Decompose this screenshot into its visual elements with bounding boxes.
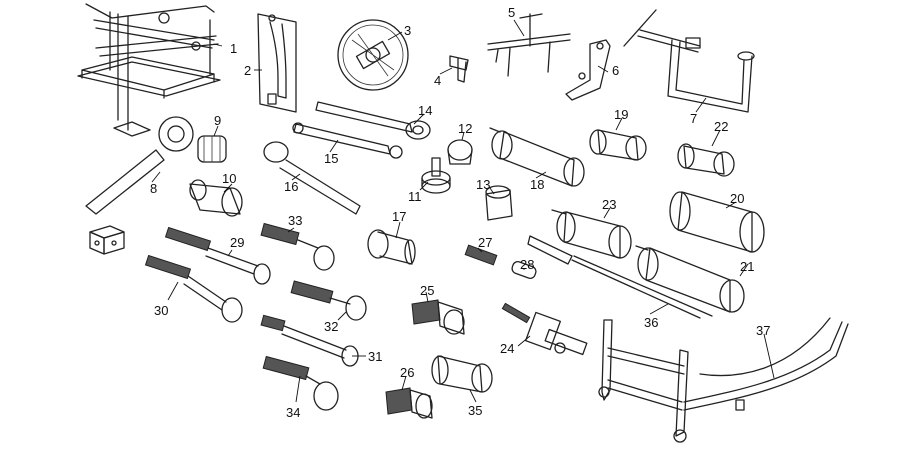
callout-26: 26	[400, 365, 415, 380]
callout-5: 5	[508, 5, 516, 20]
tool-18-cylinder	[489, 127, 585, 187]
callout-8: 8	[150, 181, 158, 196]
callout-17: 17	[392, 209, 407, 224]
callout-1: 1	[230, 41, 238, 56]
callout-10: 10	[222, 171, 237, 186]
callout-29: 29	[230, 235, 245, 250]
tool-35-sleeve	[431, 355, 493, 393]
callout-9: 9	[214, 113, 222, 128]
callout-36: 36	[644, 315, 659, 330]
callout-3: 3	[404, 23, 412, 38]
tool-10-sleeve	[189, 179, 243, 217]
tool-34-bolt	[262, 355, 339, 411]
tool-21-cylinder	[635, 245, 745, 313]
tool-16-hook-spanner	[263, 141, 361, 215]
tool-37-center-stand	[598, 317, 849, 443]
callout-15: 15	[324, 151, 339, 166]
tool-31-bolt	[260, 314, 359, 367]
callout-11: 11	[408, 189, 422, 204]
callout-6: 6	[612, 63, 620, 78]
tool-7-clamp	[623, 9, 755, 113]
callout-20: 20	[730, 191, 745, 206]
tool-29-bolt	[164, 226, 271, 285]
callout-34: 34	[286, 405, 301, 420]
callout-22: 22	[714, 119, 729, 134]
callout-2: 2	[244, 63, 252, 78]
tool-32-bolt	[290, 280, 367, 321]
callout-35: 35	[468, 403, 483, 418]
tool-3-degree-wheel	[337, 19, 409, 91]
callout-23: 23	[602, 197, 617, 212]
tool-28-pin	[511, 261, 537, 279]
callout-30: 30	[154, 303, 169, 318]
tool-cube	[89, 225, 125, 255]
tool-26-sleeve	[385, 387, 433, 419]
tool-12-cap	[447, 139, 473, 165]
callout-14: 14	[418, 103, 433, 118]
callout-21: 21	[740, 259, 755, 274]
callout-33: 33	[288, 213, 303, 228]
callout-7: 7	[690, 111, 698, 126]
tool-4-bracket	[449, 55, 469, 83]
tool-2-plate	[257, 13, 297, 113]
tool-13-bushing	[485, 185, 513, 221]
tool-17-drift	[367, 229, 416, 265]
tool-14-wrench	[315, 101, 431, 140]
tool-25-sleeve	[411, 299, 465, 335]
tool-11-adapter	[421, 157, 451, 194]
callout-16: 16	[284, 179, 299, 194]
tool-22-collet	[677, 143, 735, 177]
callout-32: 32	[324, 319, 339, 334]
tool-6-wrench	[565, 39, 611, 101]
tool-27-threaded-pin	[464, 244, 498, 266]
tool-1-stand	[77, 3, 221, 137]
callout-12: 12	[458, 121, 473, 136]
callout-24: 24	[500, 341, 515, 356]
callout-18: 18	[530, 177, 545, 192]
callout-37: 37	[756, 323, 771, 338]
tool-24-press	[501, 302, 588, 356]
callout-19: 19	[614, 107, 629, 122]
callout-27: 27	[478, 235, 493, 250]
tool-15-pin-wrench	[292, 122, 403, 159]
tool-8-spanner	[85, 116, 194, 215]
leader-lines	[151, 19, 775, 403]
tool-33-bolt	[260, 222, 335, 271]
callout-28: 28	[520, 257, 535, 272]
tool-9-nut	[197, 135, 227, 163]
callout-31: 31	[368, 349, 383, 364]
tool-19-sleeve	[589, 129, 647, 161]
callout-13: 13	[476, 177, 491, 192]
callout-4: 4	[434, 73, 442, 88]
callout-25: 25	[420, 283, 435, 298]
tool-20-cylinder	[669, 191, 765, 253]
tool-23-cylinder	[551, 209, 632, 259]
tool-5-puller	[487, 13, 571, 77]
tool-30-bolt	[144, 254, 243, 323]
tool-36-lever	[527, 235, 713, 319]
